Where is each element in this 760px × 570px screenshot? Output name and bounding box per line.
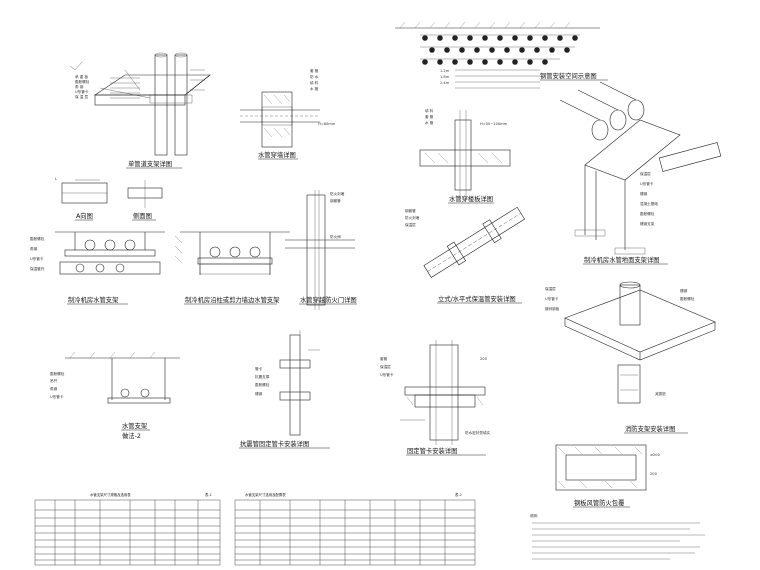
caption-pipe-support-2-sub: 做法-2 <box>122 431 141 440</box>
svg-text:2.4m: 2.4m <box>440 81 450 85</box>
svg-text:1.8m: 1.8m <box>440 75 450 79</box>
svg-text:200: 200 <box>480 357 488 361</box>
svg-text:槽钢支架: 槽钢支架 <box>640 221 655 226</box>
svg-text:H=80mm: H=80mm <box>318 122 336 126</box>
svg-text:U形管卡: U形管卡 <box>545 296 559 301</box>
view-a-detail: L A向图 <box>55 177 108 221</box>
caption-single-pipe-support: 单管道支架详图 <box>128 159 172 168</box>
svg-text:槽钢: 槽钢 <box>680 288 688 293</box>
caption-fire-support: 消防支架安装详图 <box>625 424 675 433</box>
table2-title: 水管支架尺寸选用及配置表 <box>245 492 286 497</box>
svg-text:保温层: 保温层 <box>640 171 651 176</box>
svg-text:防火封堵: 防火封堵 <box>330 191 345 196</box>
caption-pipe-support-2: 水管支架 <box>122 421 148 430</box>
caption-riser-pipe: 立式/水平式保温管安装详图 <box>438 294 516 303</box>
notes-title: 说明: <box>530 513 538 518</box>
floor-penetration-detail: 填 料套 管 水 管 H=50~100mm 水管穿楼板详图 <box>419 108 511 204</box>
svg-text:钢套管: 钢套管 <box>405 208 416 213</box>
svg-text:膨胀螺栓: 膨胀螺栓 <box>75 79 90 84</box>
svg-text:保温管托: 保温管托 <box>30 266 45 271</box>
dim-d1: 200 <box>650 472 658 476</box>
table-1: 水管支架尺寸规格及选用表 表-1 <box>34 492 221 566</box>
svg-text:填 料: 填 料 <box>310 80 319 85</box>
svg-text:角 钢: 角 钢 <box>75 84 84 89</box>
svg-text:槽钢: 槽钢 <box>255 391 263 396</box>
pipe-spacing-diagram: 1.2m 1.8m 2.4m 钢管安装空间示意图 <box>395 21 608 89</box>
table1-page: 表-1 <box>205 492 212 497</box>
caption-fixed-install: 固定管卡安装详图 <box>407 446 457 455</box>
svg-text:抗震支撑: 抗震支撑 <box>255 374 270 379</box>
table2-page: 表-2 <box>455 492 462 497</box>
svg-text:填 料: 填 料 <box>425 108 434 113</box>
svg-text:钢套管: 钢套管 <box>330 198 341 203</box>
caption-floor-penetration: 水管穿楼板详图 <box>449 194 493 203</box>
svg-text:膨胀螺栓: 膨胀螺栓 <box>680 296 695 301</box>
svg-text:U形管卡: U形管卡 <box>50 394 64 399</box>
svg-text:镀锌钢板: 镀锌钢板 <box>545 306 560 311</box>
single-pipe-support-detail: 承 重 板 膨胀螺栓 角 钢 U形管卡 保 温 层 单管道支架详图 <box>69 52 211 169</box>
svg-text:U形管卡: U形管卡 <box>75 89 89 94</box>
dim-d2: ≥200 <box>650 453 661 457</box>
svg-text:角钢: 角钢 <box>30 246 38 251</box>
svg-text:L: L <box>55 177 57 181</box>
column-wall-support-detail: 制冷机房沿柱或剪力墙边水管支架 <box>174 231 290 305</box>
caption-column-support: 制冷机房沿柱或剪力墙边水管支架 <box>185 295 280 304</box>
caption-air-duct: 钢板风管防火包覆 <box>574 498 625 507</box>
svg-text:防火阀: 防火阀 <box>330 234 341 239</box>
table-2: 水管支架尺寸选用及配置表 表-2 <box>234 492 476 566</box>
svg-text:套 管: 套 管 <box>310 68 319 73</box>
svg-text:防 水: 防 水 <box>310 74 319 79</box>
svg-text:U形管卡: U形管卡 <box>640 181 654 186</box>
caption-seismic-clamp: 抗震管固定管卡安装详图 <box>240 439 309 448</box>
svg-text:混凝土基础: 混凝土基础 <box>640 201 658 206</box>
svg-text:保 温 层: 保 温 层 <box>75 94 88 99</box>
notes-block: 说明: <box>530 513 705 560</box>
svg-text:保温层: 保温层 <box>545 286 556 291</box>
svg-text:套 管: 套 管 <box>425 114 434 119</box>
svg-text:水 管: 水 管 <box>310 86 319 91</box>
svg-text:膨胀螺栓: 膨胀螺栓 <box>640 211 655 216</box>
svg-text:膨胀螺栓: 膨胀螺栓 <box>30 236 45 241</box>
svg-text:承 重 板: 承 重 板 <box>75 74 88 79</box>
svg-text:套管: 套管 <box>380 356 388 361</box>
svg-text:保温层: 保温层 <box>380 364 391 369</box>
svg-text:角钢: 角钢 <box>50 386 58 391</box>
svg-text:防水密封膏填实: 防水密封膏填实 <box>465 430 491 435</box>
caption-chiller-room-support: 制冷机房水管地面支架详图 <box>584 255 660 264</box>
svg-text:吊杆: 吊杆 <box>50 378 58 383</box>
svg-text:保温层: 保温层 <box>405 222 416 227</box>
svg-text:U形管卡: U形管卡 <box>30 256 44 261</box>
svg-text:管卡: 管卡 <box>255 366 263 371</box>
svg-text:减振垫: 减振垫 <box>655 391 666 396</box>
caption-pipe-spacing: 钢管安装空间示意图 <box>540 71 597 80</box>
svg-text:膨胀螺栓: 膨胀螺栓 <box>255 382 270 387</box>
svg-text:防火封堵: 防火封堵 <box>405 215 420 220</box>
caption-view-a: A向图 <box>76 211 93 220</box>
svg-text:水 管: 水 管 <box>425 120 434 125</box>
caption-side-view: 侧面图 <box>133 211 152 220</box>
svg-text:槽钢: 槽钢 <box>640 191 648 196</box>
air-duct-fire-detail: ≥200 200 钢板风管防火包覆 <box>555 444 661 508</box>
svg-text:U形管卡: U形管卡 <box>380 372 394 377</box>
caption-fire-wall: 水管穿越防火门详图 <box>300 295 357 304</box>
svg-text:1.2m: 1.2m <box>440 69 450 73</box>
svg-text:H=50~100mm: H=50~100mm <box>480 122 508 126</box>
caption-chiller-hanger: 制冷机房水管支架 <box>68 295 119 304</box>
side-view-detail: 侧面图 <box>127 180 163 221</box>
caption-wall-penetration: 水管穿墙详图 <box>258 150 296 159</box>
wall-penetration-detail: 套 管防 水 填 料水 管 H=80mm 水管穿墙详图 <box>240 68 336 160</box>
table1-title: 水管支架尺寸规格及选用表 <box>90 492 131 497</box>
svg-text:膨胀螺栓: 膨胀螺栓 <box>50 371 65 376</box>
